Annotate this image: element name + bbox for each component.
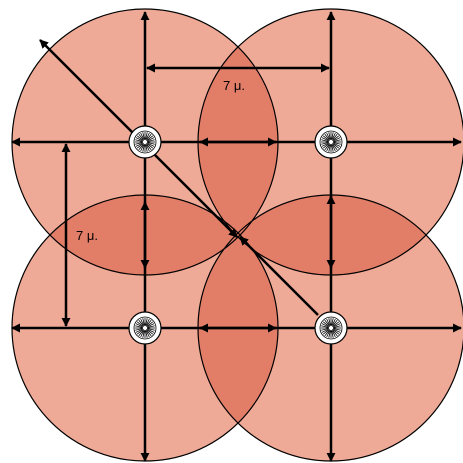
radial-burst-icon (314, 125, 348, 159)
left-spacing-label: 7 μ. (76, 228, 98, 243)
radial-burst-icon (314, 311, 348, 345)
radial-burst-icon (128, 311, 162, 345)
spacing-dimensions (61, 63, 330, 327)
top-spacing-label: 7 μ. (223, 78, 245, 93)
radial-burst-icon (128, 125, 162, 159)
hubs (128, 125, 348, 345)
